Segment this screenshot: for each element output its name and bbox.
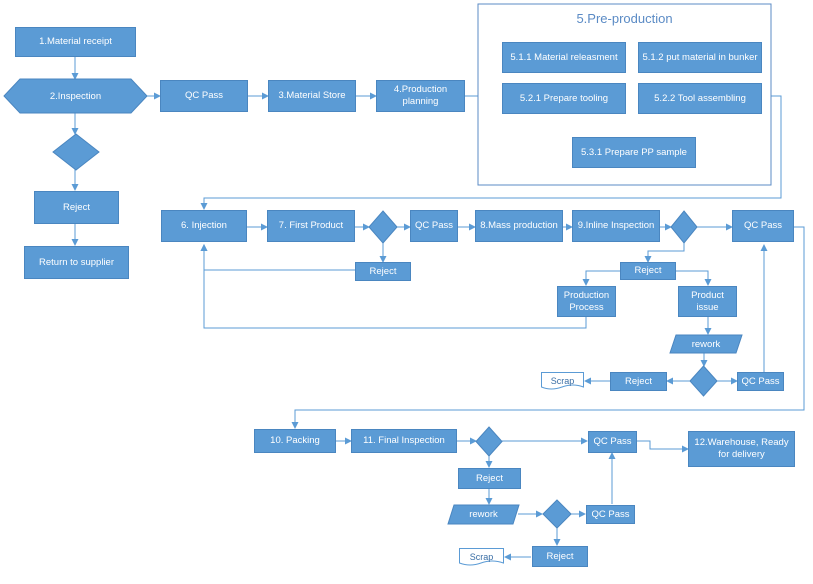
prepare-pp-label: 5.3.1 Prepare PP sample	[581, 146, 687, 158]
reject-final-box: Reject	[458, 468, 521, 489]
put-material-box: 5.1.2 put material in bunker	[638, 42, 762, 73]
packing-box: 10. Packing	[254, 429, 336, 453]
inspection-label: 2.Inspection	[49, 90, 102, 102]
final-decision-diamond	[475, 426, 503, 457]
inline-inspection-box: 9.Inline Inspection	[572, 210, 660, 242]
reject-final-label: Reject	[476, 472, 503, 484]
qc-pass-label: QC Pass	[184, 90, 223, 101]
return-supplier-box: Return to supplier	[24, 246, 129, 279]
inspection-hexagon	[3, 78, 148, 114]
product-issue-box: Product issue	[678, 286, 737, 317]
first-product-box: 7. First Product	[267, 210, 355, 242]
rework-1-decision-diamond	[689, 365, 718, 397]
connector-reject-to-injection	[200, 244, 355, 271]
rework-1-parallelogram	[669, 334, 743, 354]
prepare-pp-box: 5.3.1 Prepare PP sample	[572, 137, 696, 168]
qc-pass-6-box: QC Pass	[586, 505, 635, 524]
warehouse-label: 12.Warehouse, Ready for delivery	[694, 437, 789, 460]
material-receipt-box: 1.Material receipt	[15, 27, 136, 57]
qc-pass-4-label: QC Pass	[741, 375, 780, 387]
scrap-1-label: Scrap	[550, 375, 575, 386]
reject-inline-label: Reject	[634, 265, 662, 276]
production-planning-box: 4.Production planning	[376, 80, 465, 112]
qc-pass-3-box: QC Pass	[732, 210, 794, 242]
qc-pass-5-label: QC Pass	[593, 436, 632, 447]
material-receipt-label: 1.Material receipt	[39, 36, 112, 47]
rework-2-decision-diamond	[542, 499, 572, 529]
qc-pass-5-box: QC Pass	[588, 431, 637, 453]
first-product-decision-diamond	[368, 210, 398, 244]
production-process-box: Production Process	[557, 286, 616, 317]
connector-inline-diamond-to-reject	[644, 242, 685, 263]
rework-2-label: rework	[469, 509, 498, 520]
connector-qcpass5-to-warehouse	[637, 440, 689, 453]
put-material-label: 5.1.2 put material in bunker	[642, 51, 758, 63]
rework-2-parallelogram	[447, 504, 520, 525]
reject-box-supplier: Reject	[34, 191, 119, 224]
injection-label: 6. Injection	[181, 220, 227, 231]
scrap-2-document	[459, 548, 504, 566]
connector-reject-to-issue	[676, 270, 712, 286]
rework-1-label: rework	[691, 338, 721, 350]
prepare-tooling-label: 5.2.1 Prepare tooling	[519, 92, 609, 104]
qc-pass-6-label: QC Pass	[591, 508, 630, 520]
connector-qcpass3-to-packing	[291, 226, 805, 429]
first-product-label: 7. First Product	[278, 220, 344, 231]
scrap-1-document	[541, 372, 584, 390]
prepare-tooling-box: 5.2.1 Prepare tooling	[502, 83, 626, 114]
material-store-box: 3.Material Store	[268, 80, 356, 112]
product-issue-label: Product issue	[691, 289, 724, 313]
mass-production-box: 8.Mass production	[475, 210, 563, 242]
final-inspection-label: 11. Final Inspection	[363, 435, 445, 446]
qc-pass-2-box: QC Pass	[410, 210, 458, 242]
qc-pass-2-label: QC Pass	[414, 220, 453, 231]
packing-label: 10. Packing	[270, 435, 320, 446]
scrap-2-label: Scrap	[469, 551, 494, 562]
warehouse-box: 12.Warehouse, Ready for delivery	[688, 431, 795, 467]
qc-pass-3-label: QC Pass	[743, 220, 782, 231]
reject-rework-1-box: Reject	[610, 372, 667, 391]
reject-rework-2-label: Reject	[546, 550, 574, 562]
inspection-decision-diamond	[52, 133, 100, 171]
reject-first-label: Reject	[369, 265, 397, 277]
inline-inspection-label: 9.Inline Inspection	[577, 220, 655, 231]
qc-pass-4-box: QC Pass	[737, 372, 784, 391]
injection-box: 6. Injection	[161, 210, 247, 242]
reject-rework-1-label: Reject	[625, 375, 652, 387]
final-inspection-box: 11. Final Inspection	[351, 429, 457, 453]
inline-decision-diamond	[670, 210, 698, 244]
connector-reject-to-process	[582, 270, 620, 286]
connector-process-to-injection	[200, 244, 587, 329]
reject-rework-2-box: Reject	[532, 546, 588, 567]
reject-inline-box: Reject	[620, 262, 676, 280]
mass-production-label: 8.Mass production	[480, 220, 558, 231]
reject-label: Reject	[63, 201, 90, 213]
production-process-label: Production Process	[563, 289, 610, 313]
connector-preprod-to-injection	[200, 95, 782, 210]
qc-pass-box: QC Pass	[160, 80, 248, 112]
return-supplier-label: Return to supplier	[39, 256, 114, 268]
production-planning-label: 4.Production planning	[393, 84, 448, 107]
reject-first-box: Reject	[355, 262, 411, 281]
material-store-label: 3.Material Store	[278, 90, 346, 101]
tool-assembling-box: 5.2.2 Tool assembling	[638, 83, 762, 114]
material-release-label: 5.1.1 Material releasment	[510, 51, 618, 63]
tool-assembling-label: 5.2.2 Tool assembling	[654, 92, 746, 104]
material-release-box: 5.1.1 Material releasment	[502, 42, 626, 73]
preproduction-title: 5.Pre-production	[576, 11, 673, 26]
